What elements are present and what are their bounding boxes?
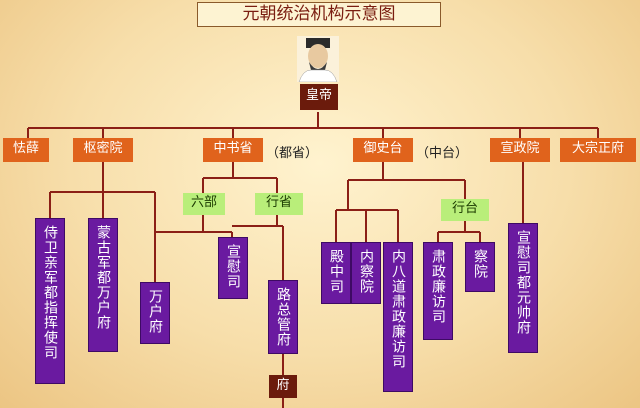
yushitai-box: 御史台 xyxy=(353,138,413,162)
dianzhongsi-box: 殿中司 xyxy=(321,242,351,304)
xuanwei-yuanshuai-box: 宣慰司都元帅府 xyxy=(508,223,538,353)
luzongguanfu-box: 路总管府 xyxy=(268,280,298,354)
fu-box: 府 xyxy=(269,375,297,398)
zhongshusheng-box: 中书省 xyxy=(203,138,263,162)
xingsheng-box: 行省 xyxy=(255,193,303,215)
neichayuan-box: 内察院 xyxy=(351,242,381,304)
dazongzhengfu-box: 大宗正府 xyxy=(560,138,636,162)
xuanzhengyuan-box: 宣政院 xyxy=(490,138,550,162)
shiwei-box: 侍卫亲军都指挥使司 xyxy=(35,218,65,384)
xuanweisi-box: 宣慰司 xyxy=(218,237,248,299)
emperor-portrait-icon xyxy=(297,36,339,82)
chayuan-box: 察院 xyxy=(465,242,495,292)
suzheng-box: 肃政廉访司 xyxy=(423,242,453,340)
zhongshu-note: （都省） xyxy=(266,146,319,161)
qiexue-box: 怯薛 xyxy=(3,138,49,162)
neibadao-box: 内八道肃政廉访司 xyxy=(383,242,413,392)
yushi-note: （中台） xyxy=(416,146,469,161)
shumiyuan-box: 枢密院 xyxy=(73,138,133,162)
liubu-box: 六部 xyxy=(183,193,225,215)
diagram-title: 元朝统治机构示意图 xyxy=(197,2,441,27)
menggu-box: 蒙古军都万户府 xyxy=(88,218,118,352)
xingtai-box: 行台 xyxy=(441,199,489,221)
wanhufu-box: 万户府 xyxy=(140,282,170,344)
emperor-box: 皇帝 xyxy=(300,84,338,110)
